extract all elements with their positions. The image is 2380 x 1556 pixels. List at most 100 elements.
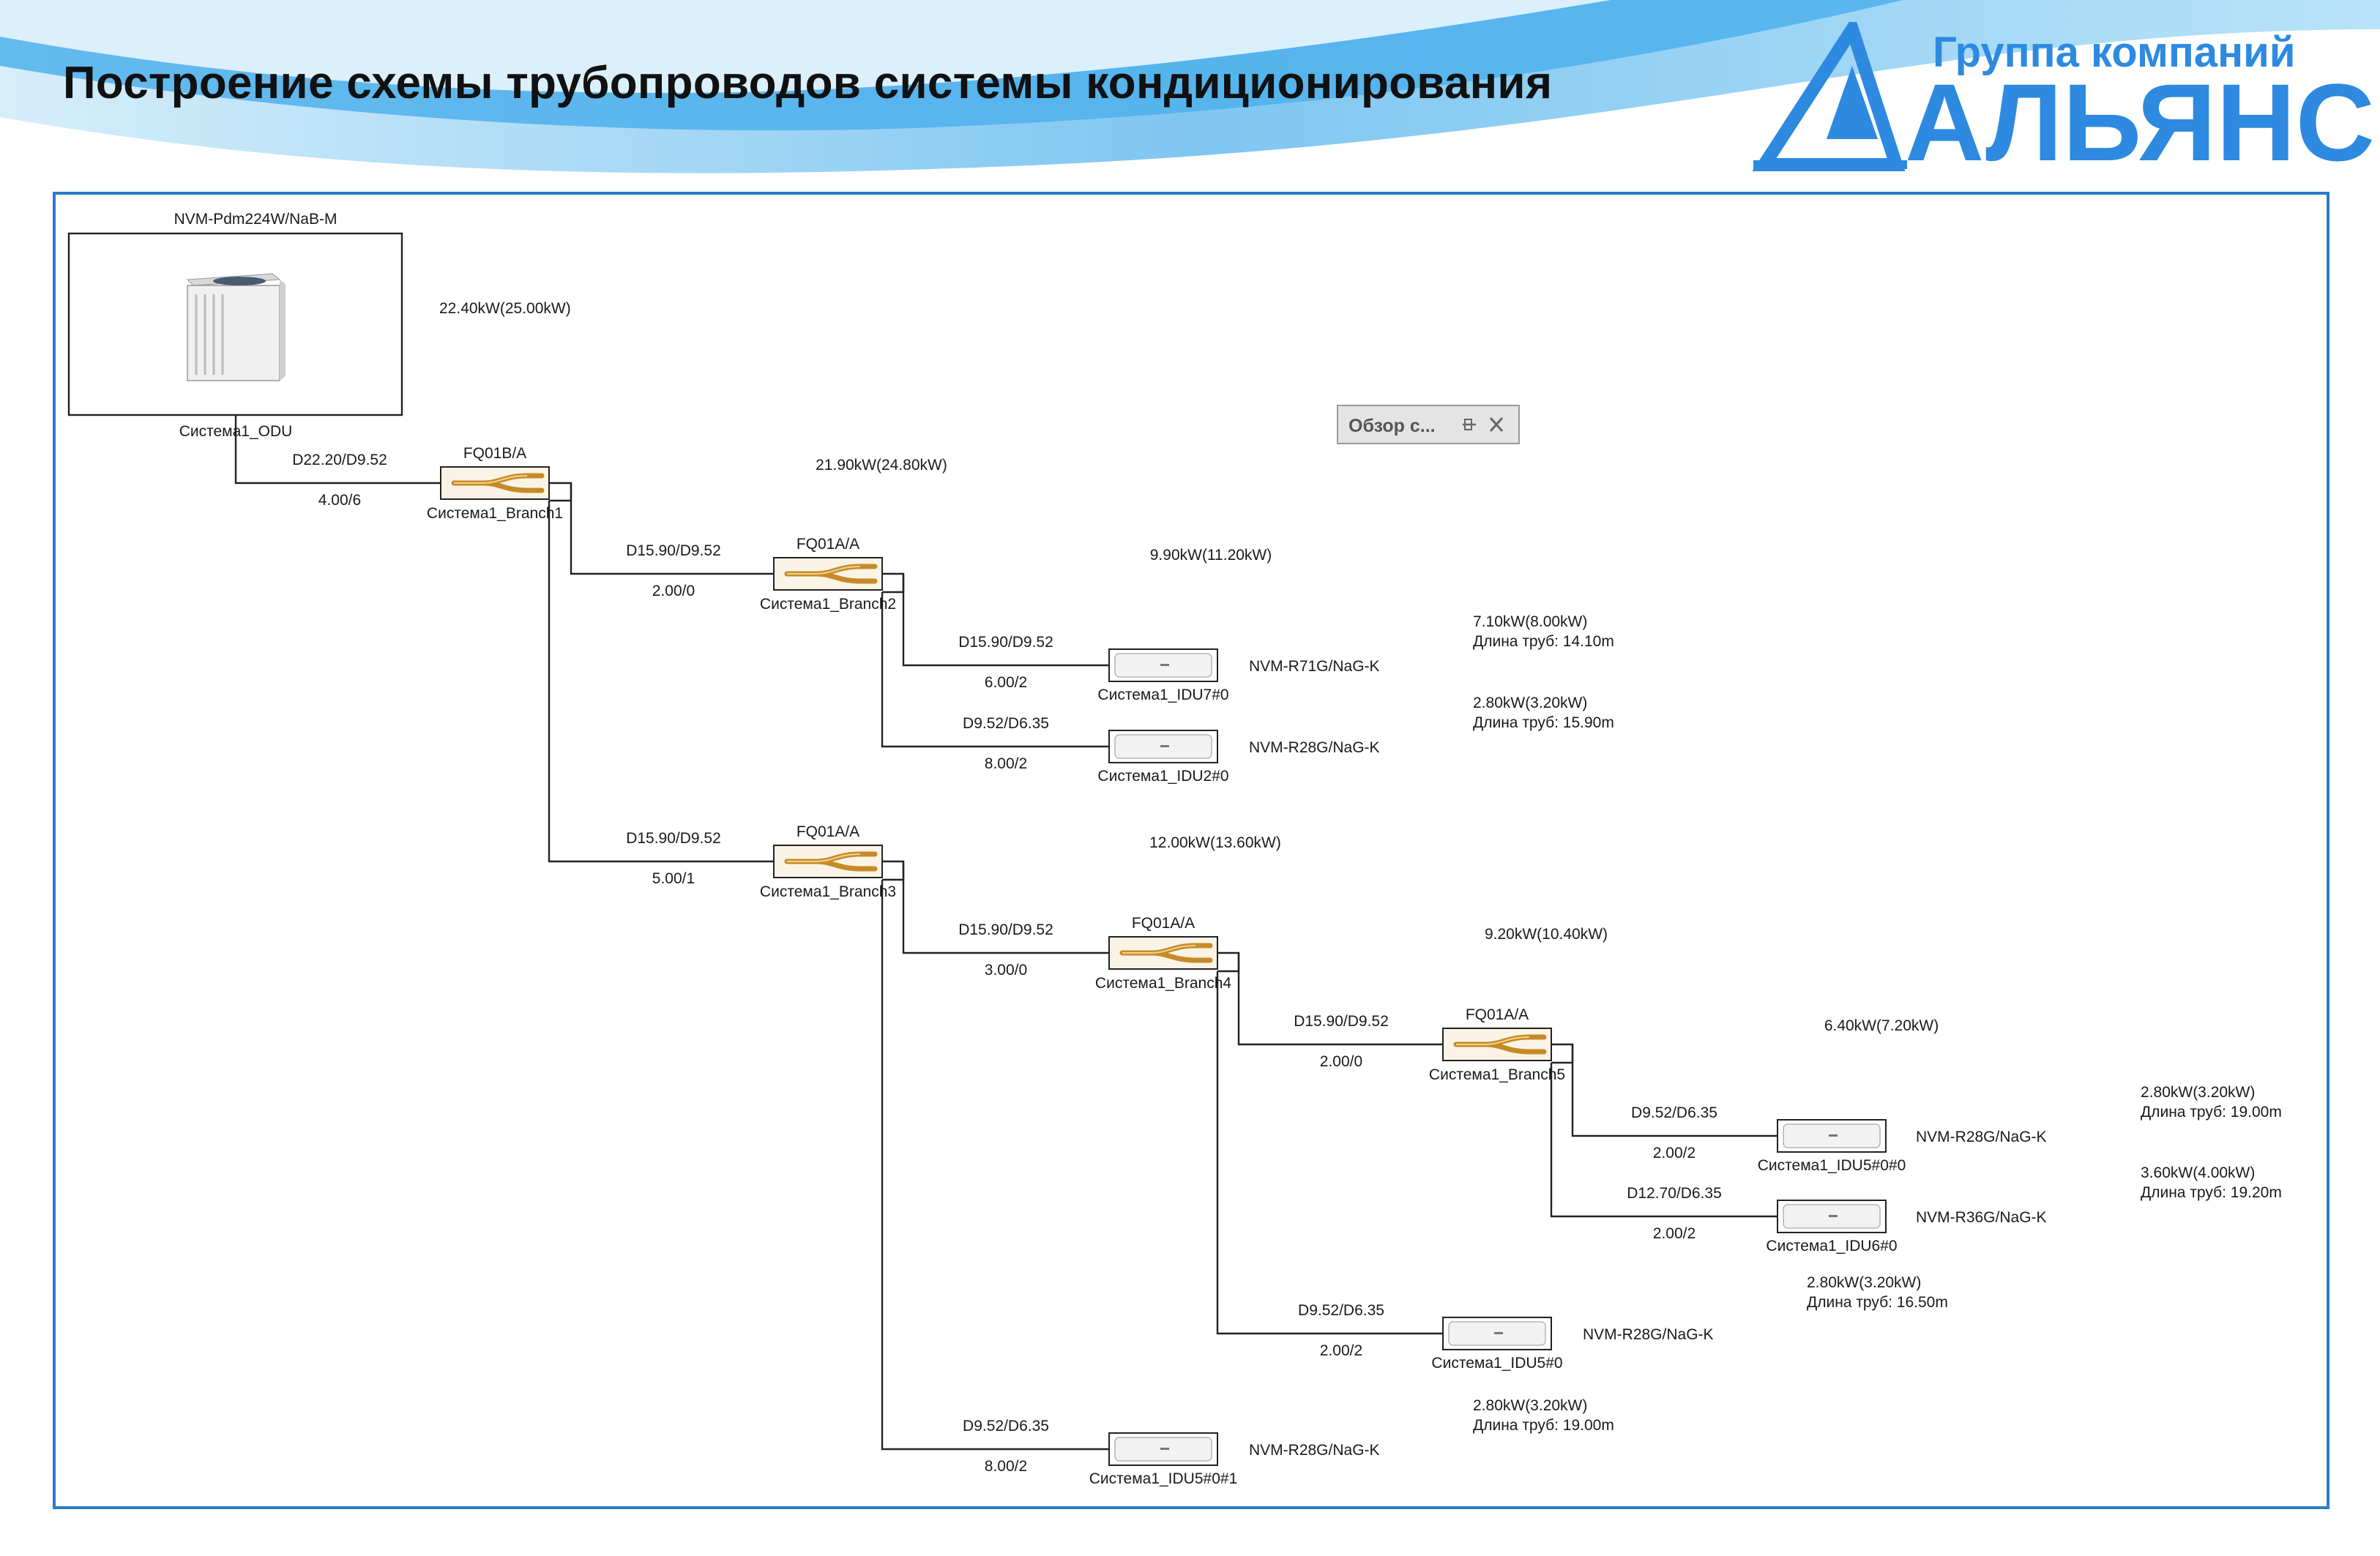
pipe-b4-b5-diameter: D15.90/D9.52	[1294, 1013, 1389, 1030]
header-wave-background	[0, 0, 2380, 173]
pipe-idu2-diameter: D9.52/D6.35	[963, 715, 1049, 732]
branch-model: FQ01A/A	[797, 536, 859, 553]
branch2-capacity: 9.90kW(11.20kW)	[1150, 547, 1272, 564]
idu5-0-1-capacity: 2.80kW(3.20kW)	[1473, 1397, 1587, 1414]
pipe-branch3-branch4	[902, 861, 1109, 954]
branch-name: Система1_Branch1	[427, 505, 563, 522]
indoor-unit-idu5-0-0[interactable]: Система1_IDU5#0#0	[1758, 1119, 1906, 1174]
indoor-unit-icon	[1777, 1200, 1887, 1233]
idu7-model: NVM-R71G/NaG-K	[1249, 658, 1380, 675]
pipe-branch5-idu5-0-0	[1571, 1044, 1777, 1137]
branch-model: FQ01A/A	[797, 823, 859, 840]
logo-triangle-icon	[1752, 22, 1907, 171]
pipe-branch1-branch3	[548, 501, 774, 863]
branch-unit-4[interactable]: FQ01A/A Система1_Branch4	[1095, 915, 1231, 992]
slide-title: Построение схемы трубопроводов системы к…	[63, 58, 1553, 108]
indoor-unit-idu5[interactable]: Система1_IDU5#0	[1431, 1317, 1563, 1372]
indoor-unit-idu7[interactable]: Система1_IDU7#0	[1097, 648, 1229, 703]
pipe-idu5-0-1-diameter: D9.52/D6.35	[963, 1418, 1049, 1435]
branch-name: Система1_Branch3	[760, 883, 896, 900]
overview-panel-title: Обзор с...	[1348, 416, 1436, 436]
pipe-idu2-length: 8.00/2	[985, 755, 1027, 772]
branch3-capacity: 12.00kW(13.60kW)	[1149, 834, 1281, 851]
idu5-model: NVM-R28G/NaG-K	[1583, 1326, 1714, 1343]
pipe-idu6-diameter: D12.70/D6.35	[1627, 1185, 1722, 1202]
pipe-b1-b2-length: 2.00/0	[652, 583, 695, 599]
idu6-capacity: 3.60kW(4.00kW)	[2141, 1164, 2255, 1181]
indoor-unit-idu6[interactable]: Система1_IDU6#0	[1766, 1200, 1898, 1254]
branch1-capacity: 21.90kW(24.80kW)	[816, 457, 947, 474]
logo-caption: Группа компаний	[1933, 29, 2296, 76]
pipe-lines	[234, 400, 1777, 1451]
odu-capacity: 22.40kW(25.00kW)	[439, 300, 571, 317]
branch5-capacity: 6.40kW(7.20kW)	[1824, 1017, 1939, 1034]
indoor-unit-icon	[1108, 648, 1218, 682]
pipe-b1-b2-diameter: D15.90/D9.52	[626, 542, 721, 559]
pipe-idu6-length: 2.00/2	[1653, 1225, 1696, 1242]
pipe-branch3-idu5-0-1	[881, 880, 1109, 1451]
indoor-unit-idu2[interactable]: Система1_IDU2#0	[1097, 730, 1229, 785]
diagram-frame	[53, 192, 2329, 1509]
pipe-branch4-branch5	[1237, 953, 1443, 1046]
logo-wordmark: АЛЬЯНС	[1905, 61, 2375, 184]
idu-name: Система1_IDU5#0	[1431, 1355, 1562, 1372]
pipe-idu7-length: 6.00/2	[985, 674, 1027, 691]
idu5-capacity: 2.80kW(3.20kW)	[1807, 1274, 1921, 1291]
odu-name: Система1_ODU	[179, 423, 293, 440]
branch-unit-3[interactable]: FQ01A/A Система1_Branch3	[760, 823, 896, 900]
pipe-odu-branch1	[234, 400, 441, 485]
branch-unit-2[interactable]: FQ01A/A Система1_Branch2	[760, 536, 896, 613]
idu2-model: NVM-R28G/NaG-K	[1249, 739, 1380, 756]
idu-name: Система1_IDU6#0	[1766, 1238, 1897, 1254]
pipe-idu5-length: 2.00/2	[1320, 1342, 1362, 1359]
outdoor-unit[interactable]: NVM-Pdm224W/NaB-M Система1_ODU	[67, 211, 403, 440]
indoor-unit-icon	[1442, 1317, 1552, 1350]
overview-panel[interactable]: Обзор с...	[1337, 405, 1520, 444]
outdoor-unit-icon	[186, 273, 286, 381]
idu-name: Система1_IDU5#0#0	[1758, 1157, 1906, 1174]
odu-model: NVM-Pdm224W/NaB-M	[174, 211, 337, 228]
idu2-capacity: 2.80kW(3.20kW)	[1473, 695, 1587, 711]
pipe-branch1-branch2	[570, 483, 774, 575]
piping-diagram: NVM-Pdm224W/NaB-M Система1_ODU 22.40kW(2…	[67, 211, 2282, 1487]
idu2-pipe-length: Длина труб: 15.90m	[1473, 714, 1614, 731]
pipe-b1-b3-diameter: D15.90/D9.52	[626, 830, 721, 847]
pipe-odu-diameter: D22.20/D9.52	[292, 452, 387, 468]
idu5-0-0-pipe-length: Длина труб: 19.00m	[2141, 1104, 2282, 1121]
pipe-idu5-diameter: D9.52/D6.35	[1298, 1302, 1384, 1319]
pipe-idu5-0-1-length: 8.00/2	[985, 1458, 1027, 1475]
branch-model: FQ01A/A	[1466, 1006, 1529, 1023]
idu5-0-0-capacity: 2.80kW(3.20kW)	[2141, 1084, 2255, 1101]
indoor-unit-icon	[1777, 1119, 1887, 1153]
pipe-idu5-0-0-length: 2.00/2	[1653, 1145, 1696, 1162]
pipe-branch5-idu6	[1550, 1063, 1777, 1218]
idu5-0-1-pipe-length: Длина труб: 19.00m	[1473, 1417, 1614, 1434]
indoor-unit-idu5-0-1[interactable]: Система1_IDU5#0#1	[1089, 1432, 1238, 1487]
pipe-b4-b5-length: 2.00/0	[1320, 1053, 1362, 1070]
idu5-0-1-model: NVM-R28G/NaG-K	[1249, 1442, 1380, 1459]
branch-model: FQ01A/A	[1132, 915, 1195, 932]
pin-icon[interactable]	[1463, 419, 1476, 430]
idu-name: Система1_IDU7#0	[1097, 687, 1228, 703]
pipe-b1-b3-length: 5.00/1	[652, 870, 695, 887]
idu6-pipe-length: Длина труб: 19.20m	[2141, 1184, 2282, 1201]
pipe-branch2-idu2	[881, 592, 1109, 748]
close-icon[interactable]	[1489, 417, 1504, 432]
idu7-pipe-length: Длина труб: 14.10m	[1473, 633, 1614, 650]
pipe-idu7-diameter: D15.90/D9.52	[958, 634, 1053, 651]
branch-name: Система1_Branch4	[1095, 975, 1231, 992]
branch-unit-1[interactable]: FQ01B/A Система1_Branch1	[427, 445, 563, 522]
pipe-b3-b4-diameter: D15.90/D9.52	[958, 921, 1053, 938]
pipe-odu-length: 4.00/6	[318, 492, 361, 509]
branch-name: Система1_Branch2	[760, 596, 896, 613]
idu6-model: NVM-R36G/NaG-K	[1916, 1209, 2047, 1226]
idu-name: Система1_IDU5#0#1	[1089, 1470, 1238, 1487]
branch-unit-5[interactable]: FQ01A/A Система1_Branch5	[1429, 1006, 1565, 1083]
idu5-pipe-length: Длина труб: 16.50m	[1807, 1294, 1948, 1311]
indoor-unit-icon	[1108, 730, 1218, 763]
alyans-logo	[1752, 22, 1907, 171]
indoor-unit-icon	[1108, 1432, 1218, 1466]
branch-name: Система1_Branch5	[1429, 1066, 1565, 1083]
pipe-branch4-idu5	[1216, 971, 1443, 1335]
pipe-branch2-idu7	[902, 574, 1109, 667]
